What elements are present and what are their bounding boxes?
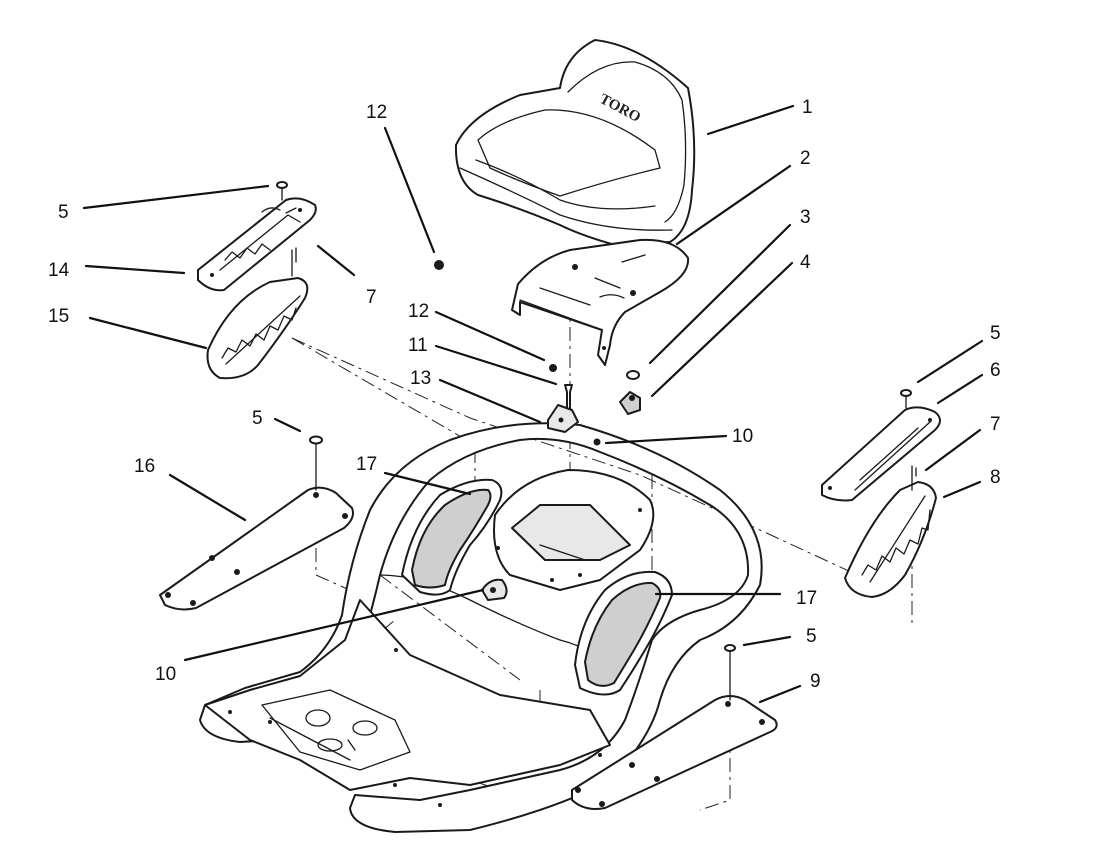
callout-17-right: 17	[796, 588, 817, 609]
callout-5-left-top: 5	[58, 202, 69, 223]
nut-lower	[549, 364, 557, 372]
leader-lines	[82, 104, 984, 704]
callout-17-left: 17	[356, 454, 377, 475]
callout-labels: 1 2 3 4 5 14 15 7 12 12 11 13 10 5 16 17…	[48, 97, 1001, 692]
callout-4: 4	[800, 252, 811, 273]
callout-6: 6	[990, 360, 1001, 381]
seat-knob	[619, 391, 641, 415]
right-floor-plate	[571, 695, 778, 810]
washer	[626, 370, 640, 380]
right-shift-guide	[844, 481, 937, 598]
callout-5-right-bottom: 5	[806, 626, 817, 647]
callout-2: 2	[800, 148, 811, 169]
left-shift-guide	[206, 277, 309, 380]
fender-deck-body	[199, 422, 763, 833]
left-floor-plate	[159, 486, 354, 611]
callout-10-lower: 10	[155, 664, 176, 685]
screws	[276, 181, 917, 701]
callout-11: 11	[408, 335, 428, 356]
callout-15: 15	[48, 306, 69, 327]
callout-10-upper: 10	[732, 426, 753, 447]
callout-14: 14	[48, 260, 70, 281]
callout-8: 8	[990, 467, 1001, 488]
bolt	[564, 384, 573, 411]
callout-1: 1	[802, 97, 813, 118]
nut-10-upper	[593, 438, 601, 446]
callout-9: 9	[810, 671, 821, 692]
left-shift-plate	[197, 197, 317, 292]
right-shift-plate	[821, 406, 941, 502]
callout-16: 16	[134, 456, 155, 477]
nut-upper	[434, 260, 444, 270]
seat: TORO	[454, 39, 696, 246]
callout-12-upper: 12	[366, 102, 387, 123]
callout-13: 13	[410, 368, 431, 389]
callout-7-right: 7	[990, 414, 1001, 435]
callout-3: 3	[800, 207, 811, 228]
callout-5-left-mid: 5	[252, 408, 263, 429]
callout-5-right-top: 5	[990, 323, 1001, 344]
seat-pan-bracket	[511, 238, 690, 366]
callout-7-left: 7	[366, 287, 377, 308]
fasteners	[434, 260, 641, 446]
callout-12-lower: 12	[408, 301, 429, 322]
